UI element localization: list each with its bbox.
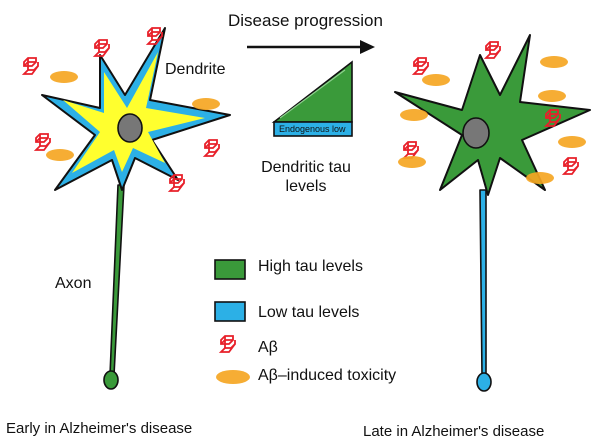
legend-label-high-tau: High tau levels	[258, 258, 363, 276]
late-axon	[480, 190, 486, 375]
dendrite-label: Dendrite	[165, 61, 225, 79]
legend-label-low-tau: Low tau levels	[258, 304, 359, 322]
late-nucleus	[463, 118, 489, 148]
legend-toxicity-icon	[216, 370, 250, 384]
legend-abeta-icon	[221, 336, 235, 352]
legend-label-abeta: Aβ	[258, 339, 278, 357]
late-panel-caption: Late in Alzheimer's disease	[363, 423, 544, 440]
late-axon-terminal	[477, 373, 491, 391]
endogenous-low-label: Endogenous low	[279, 124, 346, 134]
legend	[215, 260, 250, 384]
early-panel-caption: Early in Alzheimer's disease	[6, 420, 192, 437]
legend-label-toxicity: Aβ–induced toxicity	[258, 367, 396, 385]
axon-label: Axon	[55, 275, 91, 293]
early-axon-terminal	[104, 371, 118, 389]
legend-swatch-high-tau	[215, 260, 245, 279]
dendritic-tau-levels-label: Dendritic tau levels	[253, 158, 359, 196]
progression-title: Disease progression	[228, 11, 383, 31]
early-axon	[110, 185, 124, 375]
late-neuron	[395, 35, 590, 391]
progression-arrow	[247, 40, 375, 54]
legend-swatch-low-tau	[215, 302, 245, 321]
early-nucleus	[118, 114, 142, 142]
